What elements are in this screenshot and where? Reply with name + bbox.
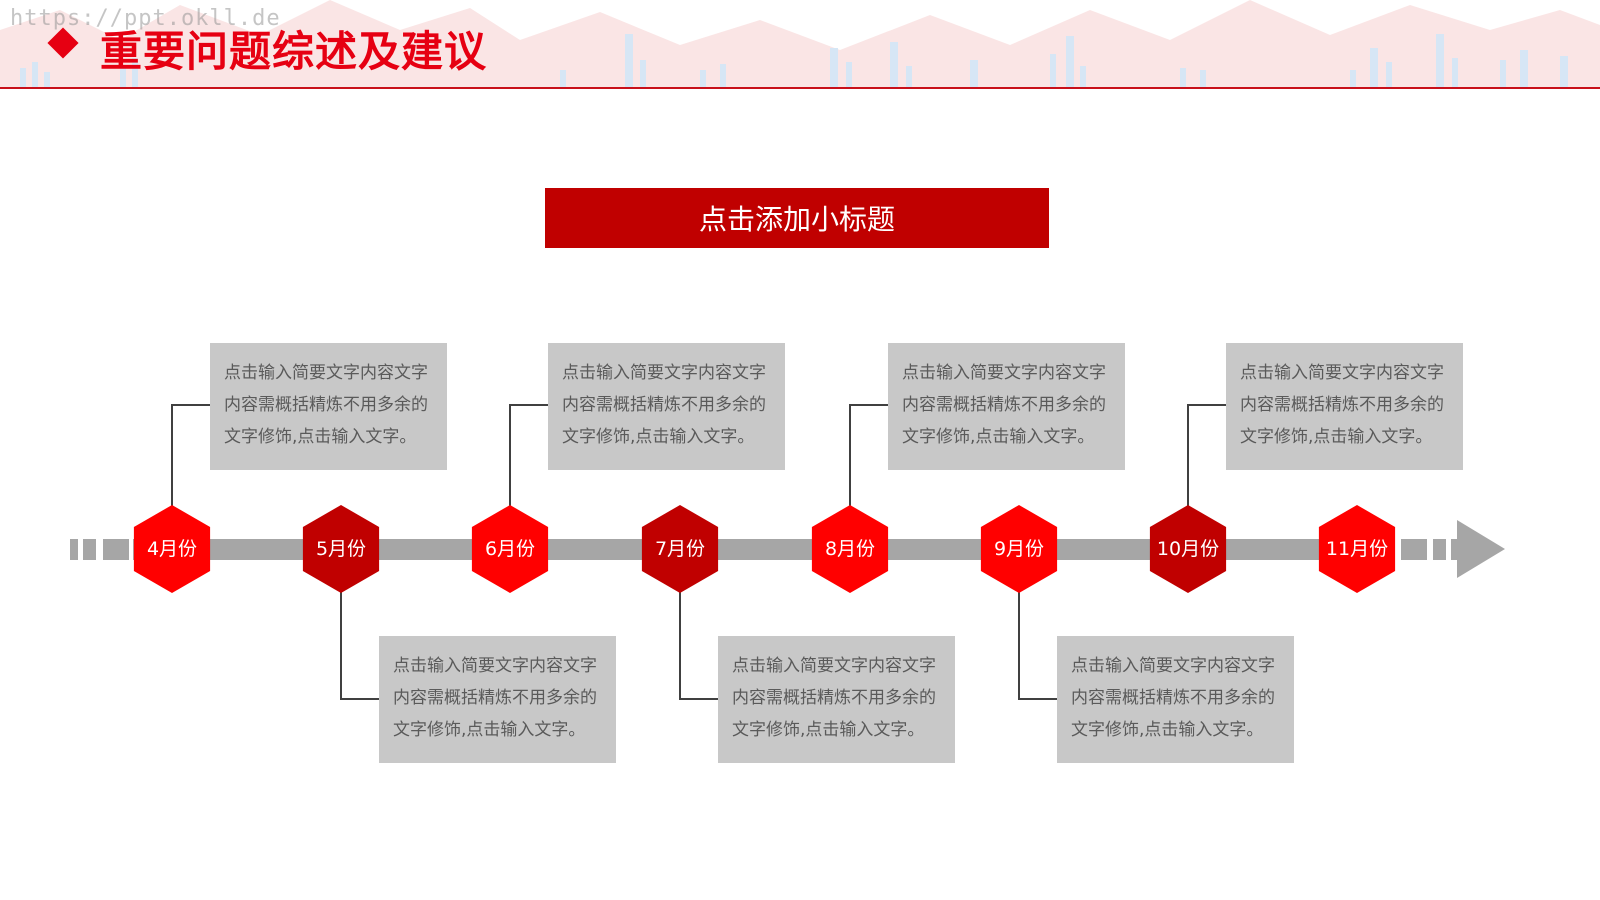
- month-label: 5月份: [315, 538, 367, 560]
- note-connector-line: [509, 404, 550, 509]
- note-connector-line: [849, 404, 890, 509]
- note-connector-line: [171, 404, 212, 509]
- note-box-4月份[interactable]: 点击输入简要文字内容文字内容需概括精炼不用多余的文字修饰,点击输入文字。: [210, 343, 447, 470]
- watermark-text: https://ppt.okll.de: [10, 6, 281, 31]
- month-hexagon[interactable]: [1318, 505, 1396, 593]
- month-label: 8月份: [824, 538, 876, 560]
- month-hexagon[interactable]: [811, 505, 889, 593]
- note-connector-line: [340, 589, 381, 700]
- month-label: 10月份: [1156, 538, 1220, 560]
- header-divider: [0, 87, 1600, 89]
- note-box-8月份[interactable]: 点击输入简要文字内容文字内容需概括精炼不用多余的文字修饰,点击输入文字。: [888, 343, 1125, 470]
- month-hexagon[interactable]: [302, 505, 380, 593]
- track-dash: [1451, 539, 1459, 560]
- subtitle-text: 点击添加小标题: [698, 203, 895, 236]
- track-dash: [1401, 539, 1427, 560]
- note-connector-line: [679, 589, 720, 700]
- header-decoration: [0, 0, 1600, 88]
- month-label: 6月份: [484, 538, 536, 560]
- month-label: 4月份: [146, 538, 198, 560]
- note-box-10月份[interactable]: 点击输入简要文字内容文字内容需概括精炼不用多余的文字修饰,点击输入文字。: [1226, 343, 1463, 470]
- month-label: 7月份: [654, 538, 706, 560]
- note-box-9月份[interactable]: 点击输入简要文字内容文字内容需概括精炼不用多余的文字修饰,点击输入文字。: [1057, 636, 1294, 763]
- month-label: 9月份: [993, 538, 1045, 560]
- timeline-arrowhead-icon: [1457, 520, 1505, 578]
- track-dash: [1433, 539, 1446, 560]
- month-hexagon[interactable]: [133, 505, 211, 593]
- note-box-6月份[interactable]: 点击输入简要文字内容文字内容需概括精炼不用多余的文字修饰,点击输入文字。: [548, 343, 785, 470]
- note-connector-line: [1187, 404, 1228, 509]
- timeline-track: [133, 539, 1388, 560]
- track-dash: [103, 539, 129, 560]
- subtitle-banner[interactable]: 点击添加小标题: [545, 188, 1049, 248]
- month-label: 11月份: [1325, 538, 1389, 560]
- note-box-7月份[interactable]: 点击输入简要文字内容文字内容需概括精炼不用多余的文字修饰,点击输入文字。: [718, 636, 955, 763]
- month-hexagon[interactable]: [471, 505, 549, 593]
- page-title: 重要问题综述及建议: [100, 27, 488, 76]
- month-hexagon[interactable]: [980, 505, 1058, 593]
- note-connector-line: [1018, 589, 1059, 700]
- track-dash: [70, 539, 78, 560]
- header-band: https://ppt.okll.de: [0, 0, 1600, 88]
- track-dash: [83, 539, 96, 560]
- note-box-5月份[interactable]: 点击输入简要文字内容文字内容需概括精炼不用多余的文字修饰,点击输入文字。: [379, 636, 616, 763]
- month-hexagon[interactable]: [1149, 505, 1227, 593]
- month-hexagon[interactable]: [641, 505, 719, 593]
